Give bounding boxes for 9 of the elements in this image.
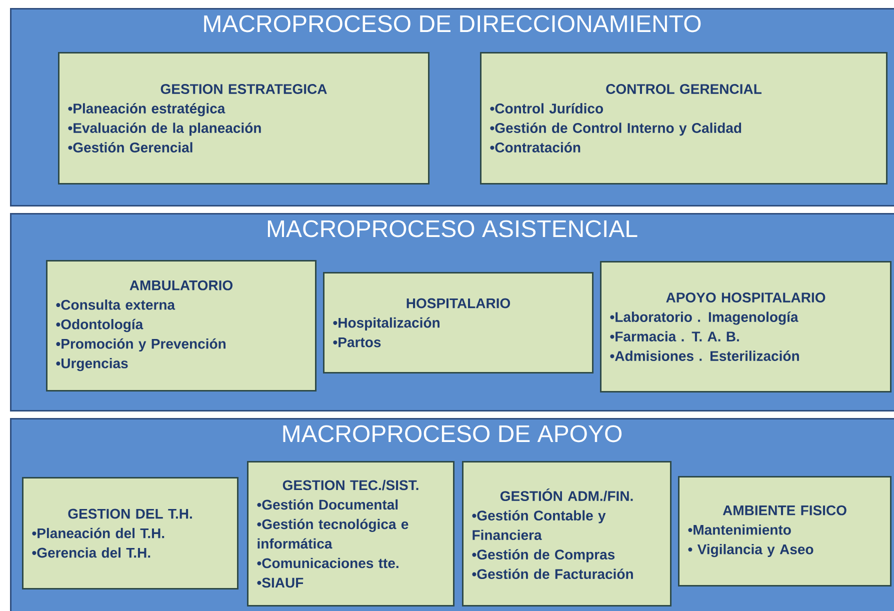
process-box: GESTION TEC./SIST. •Gestión Documental •Gestión tecnológica e informática •Comunicaciones tte. •SIAUF — [247, 461, 454, 606]
process-box: CONTROL GERENCIAL •Control Jurídico •Gestión de Control Interno y Calidad •Contratación — [480, 52, 888, 184]
process-box: AMBIENTE FISICO •Mantenimiento • Vigilancia y Aseo — [678, 476, 892, 586]
process-box: GESTIÓN ADM./FIN. •Gestión Contable y Financiera •Gestión de Compras •Gestión de Facturación — [462, 461, 672, 606]
process-box: GESTION DEL T.H. •Planeación del T.H. •Gerencia del T.H. — [22, 477, 238, 590]
process-box: GESTION ESTRATEGICA •Planeación estratégica •Evaluación de la planeación •Gestión Gerencial — [58, 52, 430, 184]
process-box: APOYO HOSPITALARIO •Laboratorio . Imagenología •Farmacia . T. A. B. •Admisiones . Esterilización — [600, 261, 892, 392]
process-box: AMBULATORIO •Consulta externa •Odontología •Promoción y Prevención •Urgencias — [46, 260, 316, 392]
process-box: HOSPITALARIO •Hospitalización •Partos — [323, 272, 594, 374]
